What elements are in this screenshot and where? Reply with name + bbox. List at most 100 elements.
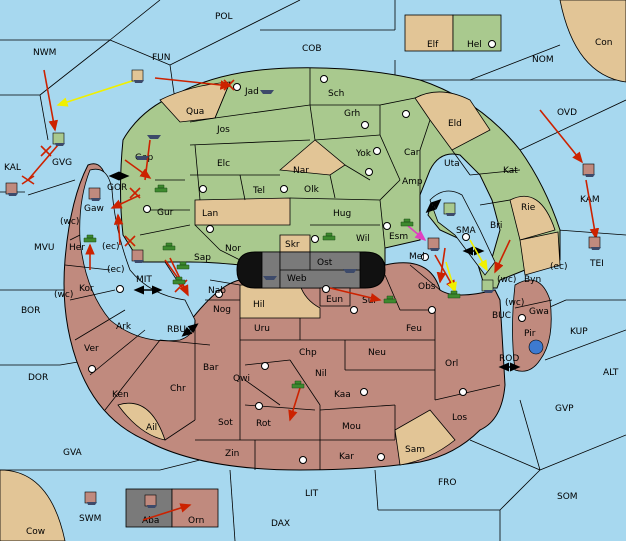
label-esm: Esm bbox=[389, 232, 408, 242]
tank-icon[interactable] bbox=[400, 218, 414, 227]
label-kar: Kar bbox=[339, 452, 354, 462]
label-bri: Bri bbox=[490, 221, 502, 231]
ship-icon[interactable] bbox=[135, 156, 149, 160]
ship-icon[interactable] bbox=[52, 132, 65, 146]
ship-icon[interactable] bbox=[88, 187, 101, 201]
province-eld[interactable] bbox=[414, 91, 491, 151]
label-sma: SMA bbox=[456, 226, 476, 236]
ship-icon[interactable] bbox=[481, 279, 494, 293]
label-lit: LIT bbox=[305, 489, 319, 499]
label-rie: Rie bbox=[521, 203, 536, 213]
label-kaa: Kaa bbox=[334, 390, 351, 400]
ship-icon[interactable] bbox=[427, 237, 440, 251]
coast-marker: (ec) bbox=[550, 262, 568, 272]
label-ail: Ail bbox=[146, 423, 157, 433]
convoy-arrow bbox=[407, 225, 427, 242]
label-nog: Nog bbox=[213, 305, 231, 315]
label-som: SOM bbox=[557, 492, 578, 502]
label-gor: GOR bbox=[107, 183, 127, 193]
tank-icon[interactable] bbox=[172, 276, 186, 285]
label-los: Los bbox=[452, 413, 467, 423]
fleet-units[interactable] bbox=[5, 69, 601, 508]
label-chr: Chr bbox=[170, 384, 186, 394]
province-elf[interactable] bbox=[404, 14, 454, 52]
label-sap: Sap bbox=[194, 253, 211, 263]
ship-icon[interactable] bbox=[144, 494, 157, 508]
ship-icon[interactable] bbox=[131, 69, 144, 83]
label-obs: Obs bbox=[418, 282, 436, 292]
ship-icon[interactable] bbox=[582, 163, 595, 177]
label-mvu: MVU bbox=[34, 243, 55, 253]
coast-marker: (ec) bbox=[107, 265, 125, 275]
ship-icon[interactable] bbox=[263, 276, 277, 280]
ship-icon[interactable] bbox=[84, 491, 97, 505]
army-units[interactable] bbox=[83, 184, 461, 389]
label-rod: ROD bbox=[499, 354, 519, 364]
label-jos: Jos bbox=[216, 125, 230, 135]
label-nar: Nar bbox=[293, 166, 309, 176]
label-ark: Ark bbox=[116, 322, 132, 332]
tank-icon[interactable] bbox=[291, 380, 305, 389]
label-kal: KAL bbox=[4, 163, 21, 173]
label-elc: Elc bbox=[217, 159, 230, 169]
label-kor: Kor bbox=[79, 284, 94, 294]
ship-icon[interactable] bbox=[588, 236, 601, 250]
tank-icon[interactable] bbox=[322, 232, 336, 241]
label-ovd: OVD bbox=[557, 108, 577, 118]
label-nab: Nab bbox=[208, 286, 226, 296]
province-web[interactable] bbox=[261, 251, 281, 289]
province-hel[interactable] bbox=[452, 14, 502, 52]
ship-icon[interactable] bbox=[260, 90, 274, 94]
ship-icon[interactable] bbox=[5, 182, 18, 196]
province-byn[interactable] bbox=[519, 231, 561, 276]
label-rot: Rot bbox=[256, 419, 271, 429]
label-rbu: RBU bbox=[167, 325, 186, 335]
label-amp: Amp bbox=[402, 177, 423, 187]
label-pir: Pir bbox=[524, 329, 536, 339]
ship-icon[interactable] bbox=[343, 269, 357, 273]
label-mou: Mou bbox=[342, 422, 361, 432]
label-web: Web bbox=[287, 274, 307, 284]
label-chp: Chp bbox=[299, 348, 317, 358]
province-sam[interactable] bbox=[394, 409, 456, 466]
label-lan: Lan bbox=[202, 209, 218, 219]
province-lan[interactable] bbox=[194, 197, 291, 226]
label-fun: FUN bbox=[152, 53, 171, 63]
tank-icon[interactable] bbox=[162, 242, 176, 251]
support-arrows bbox=[56, 79, 488, 294]
label-skr: Skr bbox=[285, 240, 300, 250]
label-bor: BOR bbox=[21, 306, 40, 316]
tank-icon[interactable] bbox=[176, 261, 190, 270]
tank-icon[interactable] bbox=[383, 295, 397, 304]
province-rie[interactable] bbox=[509, 195, 556, 241]
ship-icon[interactable] bbox=[147, 135, 161, 139]
label-gvg: GVG bbox=[52, 158, 72, 168]
label-orl: Orl bbox=[445, 359, 458, 369]
label-elf: Elf bbox=[427, 40, 439, 50]
label-orn: Orn bbox=[188, 516, 204, 526]
label-bar: Bar bbox=[203, 363, 219, 373]
ship-icon[interactable] bbox=[528, 339, 544, 355]
label-feu: Feu bbox=[406, 324, 422, 334]
label-buc: BUC bbox=[492, 311, 511, 321]
ship-icon[interactable] bbox=[131, 249, 144, 263]
coast-marker: (wc) bbox=[54, 290, 73, 300]
label-nwm: NWM bbox=[33, 48, 56, 58]
tank-icon[interactable] bbox=[447, 290, 461, 299]
label-sch: Sch bbox=[328, 89, 344, 99]
label-car: Car bbox=[404, 148, 420, 158]
ship-icon[interactable] bbox=[443, 202, 456, 216]
tank-icon[interactable] bbox=[83, 234, 97, 243]
label-gva: GVA bbox=[63, 448, 83, 458]
tank-icon[interactable] bbox=[154, 184, 168, 193]
label-mit: MIT bbox=[136, 275, 152, 285]
label-pol: POL bbox=[215, 12, 233, 22]
label-zin: Zin bbox=[225, 449, 239, 459]
label-olk: Olk bbox=[304, 185, 320, 195]
label-ken: Ken bbox=[112, 390, 129, 400]
label-qwi: Qwi bbox=[233, 374, 250, 384]
green-borders bbox=[139, 68, 521, 261]
label-alt: ALT bbox=[603, 368, 619, 378]
label-ver: Ver bbox=[84, 344, 99, 354]
